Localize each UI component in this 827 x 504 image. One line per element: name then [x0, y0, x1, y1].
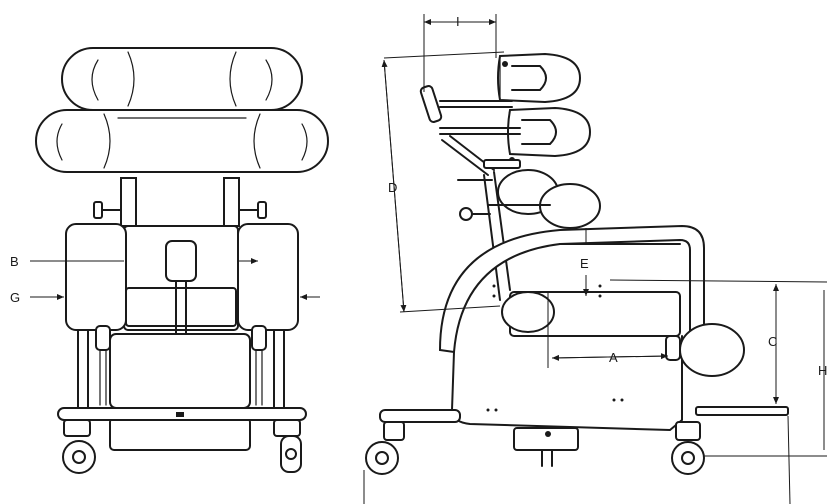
front-base-box [109, 417, 251, 451]
front-center-pad [165, 240, 197, 282]
front-seat-back [125, 287, 237, 327]
front-lateral-left [65, 223, 127, 331]
side-knob [459, 207, 473, 221]
side-headrest-upper [497, 52, 582, 104]
side-castor-left [365, 421, 405, 475]
front-headrest-upper [61, 47, 303, 111]
front-knob-left [93, 201, 122, 219]
dim-E-label: E [580, 256, 589, 271]
front-crossbar-mark [176, 412, 184, 417]
side-post [483, 174, 501, 301]
dim-A-label: A [609, 350, 618, 365]
side-head-frame [419, 61, 521, 176]
front-castor-left [62, 419, 96, 474]
dim-D-label: D [388, 180, 397, 195]
side-seat-pad [501, 291, 555, 333]
side-body [451, 335, 683, 431]
side-motor [513, 427, 579, 451]
dim-B-label: B [10, 254, 19, 269]
front-lateral-right [237, 223, 299, 331]
side-castor-right [671, 421, 705, 475]
front-knob-right [238, 201, 267, 219]
front-footplate [109, 333, 251, 409]
front-headrest-lower [35, 109, 329, 173]
front-head-post-right [223, 177, 240, 227]
front-castor-right [273, 419, 302, 473]
front-view: B G [10, 47, 329, 474]
dim-C-label: C [768, 334, 777, 349]
dim-H-label: H [818, 363, 827, 378]
side-view: I D E A C H [363, 14, 827, 504]
front-frame [77, 325, 285, 411]
side-knee-pad [679, 323, 745, 377]
side-footplate [695, 406, 789, 416]
front-head-post-left [120, 177, 137, 227]
side-headrest-lower [507, 106, 592, 158]
dim-I-label: I [456, 14, 460, 29]
side-base-bar [379, 409, 461, 423]
dim-G-label: G [10, 290, 20, 305]
side-dots [486, 284, 624, 412]
